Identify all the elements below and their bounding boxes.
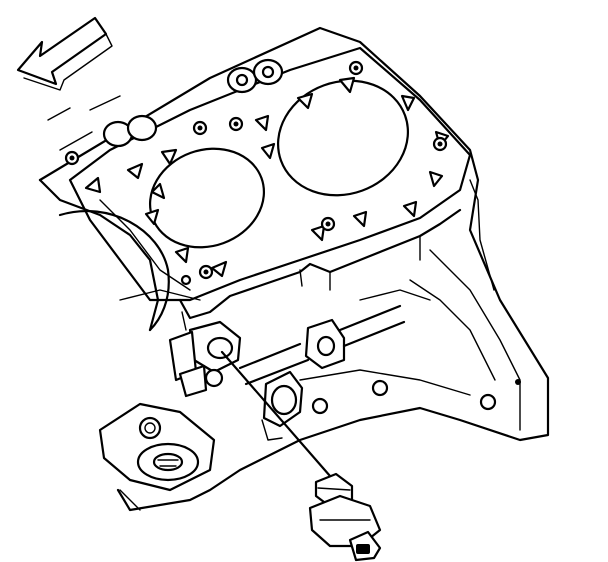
bracket [98,402,216,511]
engine-block-outline [38,26,550,512]
cylinder-bore-2 [276,79,410,197]
pan-rail [178,208,462,331]
cylinder-bore-3-partial [58,210,170,332]
knock-sensor [308,472,382,562]
cylinder-bore-1 [148,147,266,249]
head-bolt-holes [64,60,448,286]
oil-passage [238,304,406,386]
coolant-passages [102,58,284,148]
upper-boss [304,318,346,370]
direction-arrow-icon [16,16,113,91]
installation-guide-line [220,350,332,478]
lower-bolt-holes [311,379,521,415]
